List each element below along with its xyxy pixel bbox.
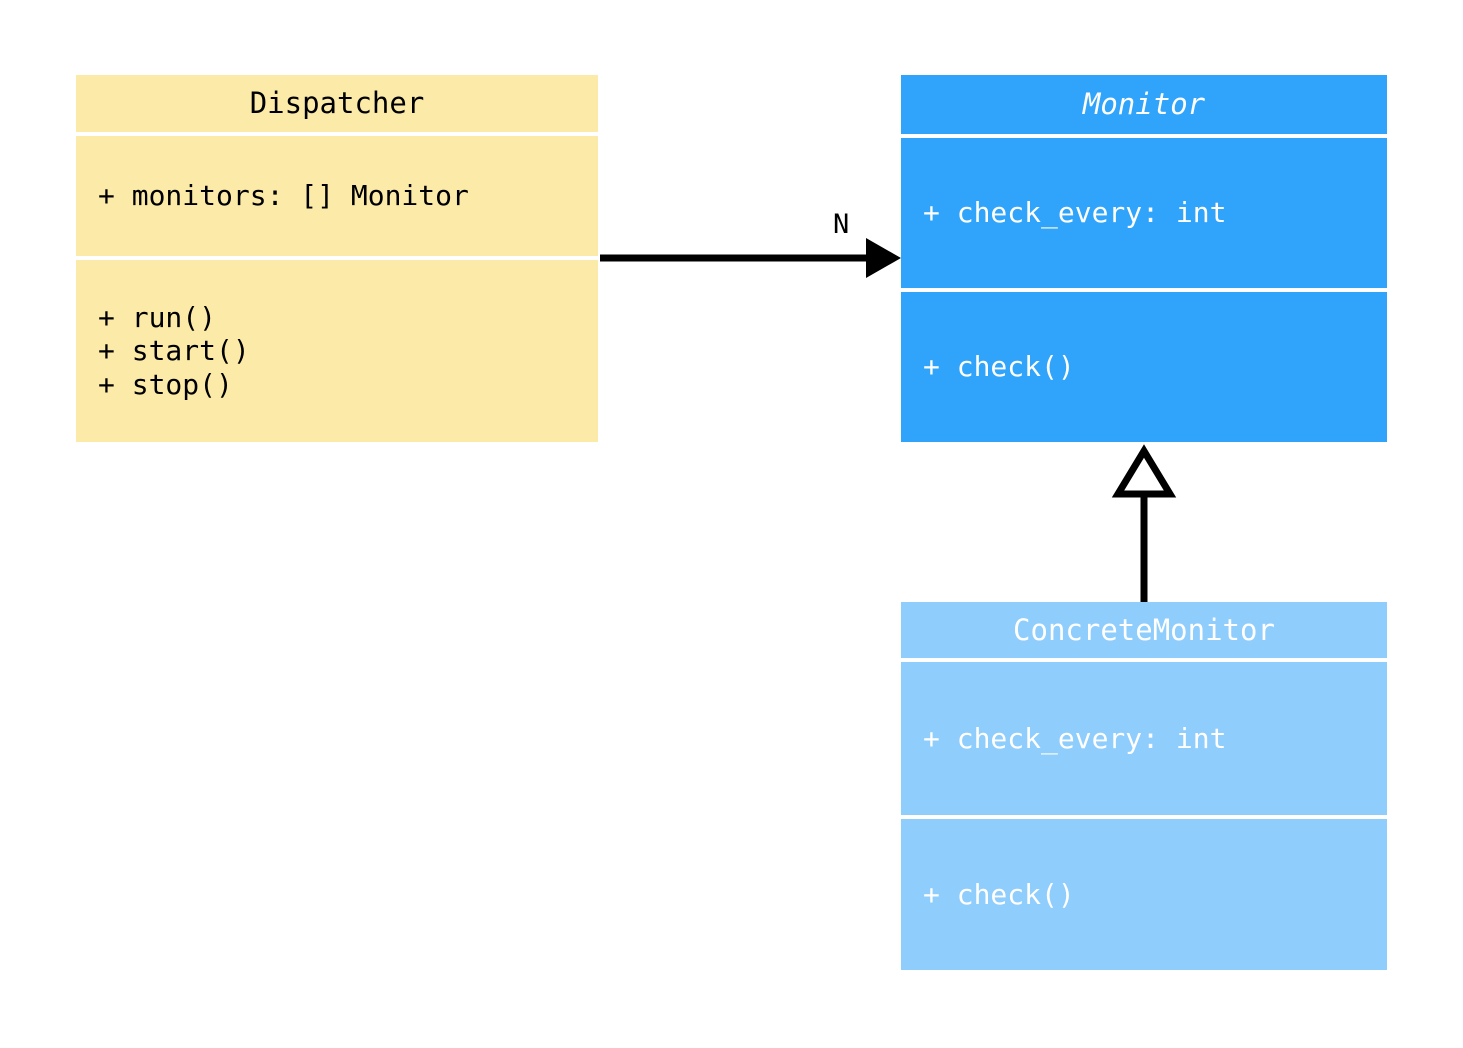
method-item: + run() — [98, 301, 217, 335]
methods-compartment-dispatcher: + run() + start() + stop() — [76, 260, 598, 442]
hollow-triangle-arrowhead-icon — [1111, 444, 1177, 498]
method-item: + start() — [98, 334, 250, 368]
attribute-item: + check_every: int — [923, 721, 1227, 755]
class-name-label: Dispatcher — [249, 86, 425, 120]
method-item: + check() — [923, 350, 1075, 384]
filled-triangle-arrowhead-icon — [866, 238, 901, 278]
association-dispatcher-to-monitor — [600, 238, 901, 278]
methods-compartment-concretemonitor: + check() — [901, 819, 1387, 970]
attribute-item: + monitors: [] Monitor — [98, 179, 469, 213]
generalization-concretemonitor-to-monitor — [1111, 444, 1177, 602]
uml-class-concretemonitor[interactable]: ConcreteMonitor + check_every: int + che… — [901, 602, 1387, 970]
class-title-dispatcher: Dispatcher — [76, 75, 598, 132]
attribute-item: + check_every: int — [923, 196, 1227, 230]
attributes-compartment-concretemonitor: + check_every: int — [901, 662, 1387, 815]
class-title-monitor: Monitor — [901, 75, 1387, 134]
methods-compartment-monitor: + check() — [901, 292, 1387, 442]
uml-class-dispatcher[interactable]: Dispatcher + monitors: [] Monitor + run(… — [76, 75, 598, 442]
attributes-compartment-dispatcher: + monitors: [] Monitor — [76, 136, 598, 256]
class-title-concretemonitor: ConcreteMonitor — [901, 602, 1387, 658]
association-multiplicity-label: N — [833, 209, 850, 240]
class-name-label: Monitor — [1082, 87, 1206, 121]
uml-class-monitor[interactable]: Monitor + check_every: int + check() — [901, 75, 1387, 442]
method-item: + check() — [923, 877, 1075, 911]
class-name-label: ConcreteMonitor — [1013, 612, 1275, 647]
attributes-compartment-monitor: + check_every: int — [901, 138, 1387, 288]
method-item: + stop() — [98, 367, 233, 401]
